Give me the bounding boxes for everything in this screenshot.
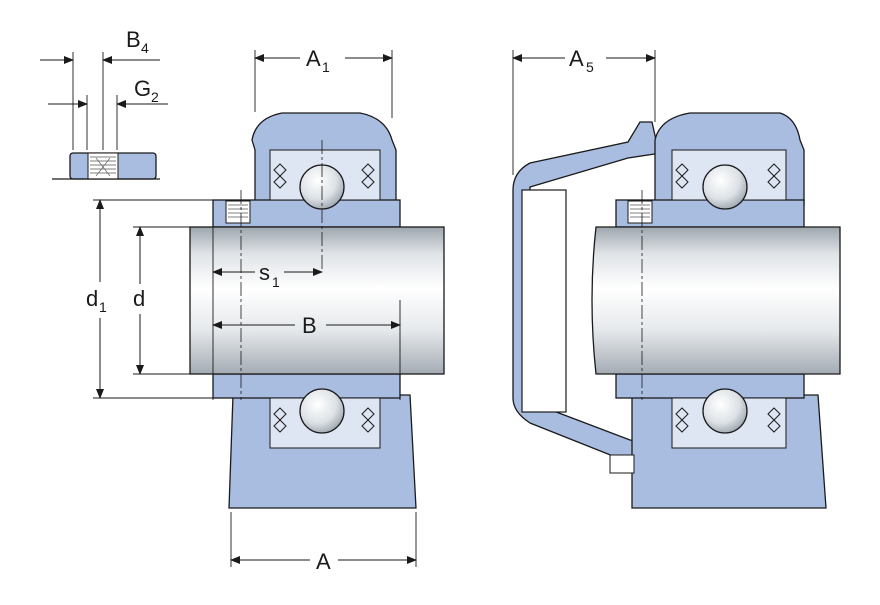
svg-text:5: 5	[586, 59, 594, 75]
ball-top-right	[702, 164, 748, 210]
svg-text:4: 4	[141, 40, 149, 56]
svg-text:B: B	[126, 27, 141, 52]
svg-text:s: s	[259, 260, 270, 285]
set-screw-detail	[40, 52, 168, 180]
svg-text:2: 2	[151, 89, 159, 105]
label-A: A	[316, 549, 331, 574]
label-A5: A 5	[569, 46, 594, 75]
label-A1: A 1	[306, 46, 330, 75]
dimensions-left	[93, 50, 417, 567]
end-cover	[512, 121, 669, 466]
label-B4: B 4	[126, 27, 149, 56]
label-B: B	[302, 313, 317, 338]
svg-text:d: d	[86, 286, 98, 311]
label-d: d	[133, 286, 145, 311]
svg-text:G: G	[134, 76, 151, 101]
svg-text:A: A	[306, 46, 321, 71]
shaft-left	[189, 226, 445, 375]
ball-bottom-left	[299, 388, 345, 434]
dimensions-right	[512, 50, 656, 175]
left-bearing-unit	[189, 112, 445, 509]
shaft-right	[591, 226, 841, 375]
label-G2: G 2	[134, 76, 159, 105]
label-d1: d 1	[86, 286, 107, 315]
svg-text:1: 1	[272, 274, 280, 290]
svg-text:1: 1	[322, 59, 330, 75]
right-bearing-unit	[512, 112, 841, 509]
ball-bottom-right	[702, 388, 748, 434]
svg-text:A: A	[569, 46, 584, 71]
svg-text:1: 1	[99, 299, 107, 315]
label-s1: s 1	[259, 260, 280, 290]
